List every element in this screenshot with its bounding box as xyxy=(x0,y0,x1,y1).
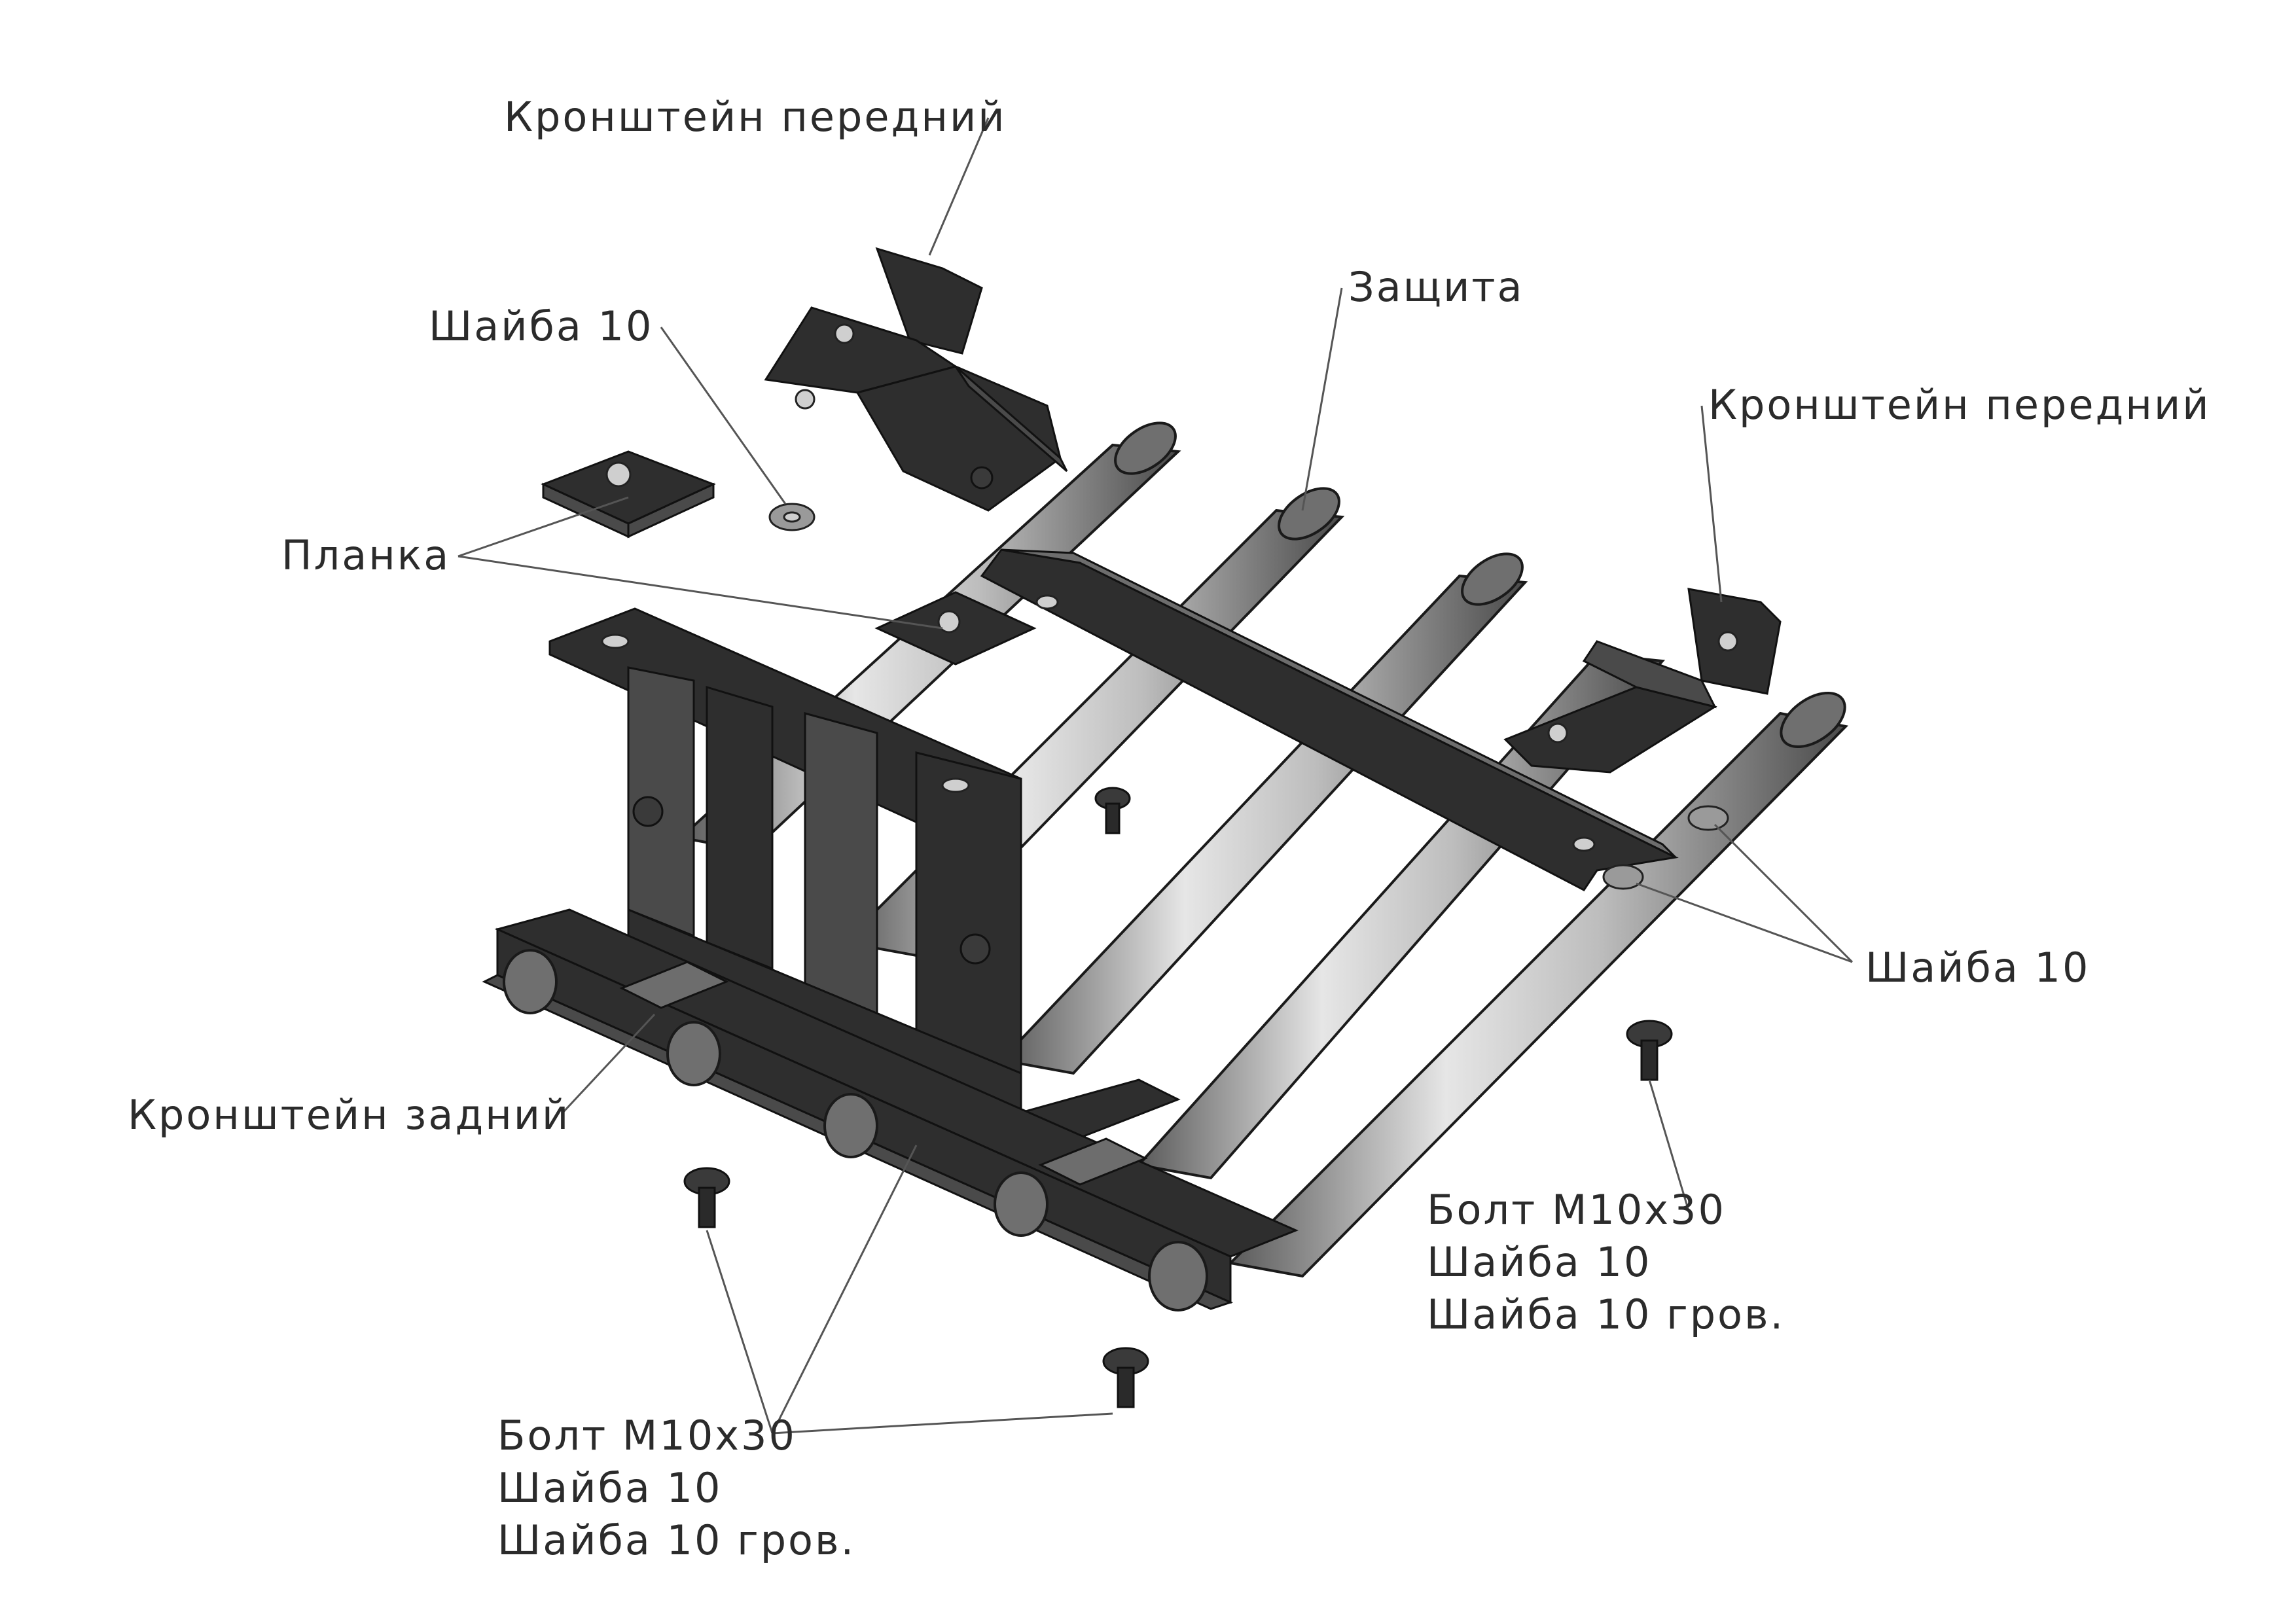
bolt-under-frame xyxy=(1094,787,1131,834)
leader-fastener-bottom-1 xyxy=(706,1230,774,1434)
front-crossbar xyxy=(980,548,1679,891)
bolt-loose-bottom-left xyxy=(683,1167,730,1228)
rear-bracket xyxy=(482,908,1299,1311)
leader-bracket-rear xyxy=(562,1013,656,1114)
label-washer-top-left: Шайба 10 xyxy=(429,302,653,350)
guard-tube-3 xyxy=(999,552,1528,1075)
label-fastener-right-line2: Шайба 10 xyxy=(1427,1238,1651,1286)
front-bracket-right xyxy=(1503,588,1782,774)
label-fastener-bottom-line2: Шайба 10 xyxy=(497,1464,722,1512)
leader-fastener-bottom-3 xyxy=(772,1412,1113,1435)
label-guard: Защита xyxy=(1348,263,1524,311)
bolt-loose-bottom-center xyxy=(1102,1347,1149,1408)
plate-mounted xyxy=(874,591,1037,666)
washers-right-side xyxy=(1602,805,1729,890)
label-fastener-right-line1: Болт М10х30 xyxy=(1427,1186,1726,1234)
leader-lines xyxy=(457,117,1854,1435)
labels: Кронштейн передний Шайба 10 Защита Кронш… xyxy=(128,93,2211,1564)
washer-loose-top xyxy=(768,503,816,531)
guard-tube-5 xyxy=(1227,691,1849,1278)
crossbar-hole-1 xyxy=(1035,594,1059,610)
leader-fastener-right xyxy=(1648,1079,1690,1211)
plate-loose xyxy=(541,450,716,539)
label-fastener-right-line3: Шайба 10 гров. xyxy=(1427,1291,1785,1338)
leader-plate-1 xyxy=(457,496,629,558)
label-fastener-bottom-line3: Шайба 10 гров. xyxy=(497,1516,855,1564)
leader-plate-2 xyxy=(457,555,943,630)
front-bracket-left xyxy=(764,247,1068,512)
rear-bracket-tube-ends xyxy=(503,949,1208,1311)
leader-bracket-front-left xyxy=(928,117,990,256)
leader-washer-right-1 xyxy=(1713,823,1854,963)
bolt-loose-right xyxy=(1626,1020,1673,1081)
rear-upright-frame xyxy=(548,607,1181,1147)
leader-washer-right-2 xyxy=(1636,882,1853,963)
leader-fastener-bottom-2 xyxy=(771,1145,918,1434)
label-bracket-rear: Кронштейн задний xyxy=(128,1091,570,1139)
leader-washer-top xyxy=(660,327,787,505)
label-bracket-front-left: Кронштейн передний xyxy=(504,93,1007,141)
label-bracket-front-right: Кронштейн передний xyxy=(1708,381,2211,429)
label-plate: Планка xyxy=(281,531,450,579)
leader-guard xyxy=(1301,287,1343,511)
crossbar-hole-2 xyxy=(1572,836,1596,852)
label-washer-right: Шайба 10 xyxy=(1865,944,2090,991)
label-fastener-bottom-line1: Болт М10х30 xyxy=(497,1412,797,1459)
leader-bracket-front-right xyxy=(1700,405,1723,603)
